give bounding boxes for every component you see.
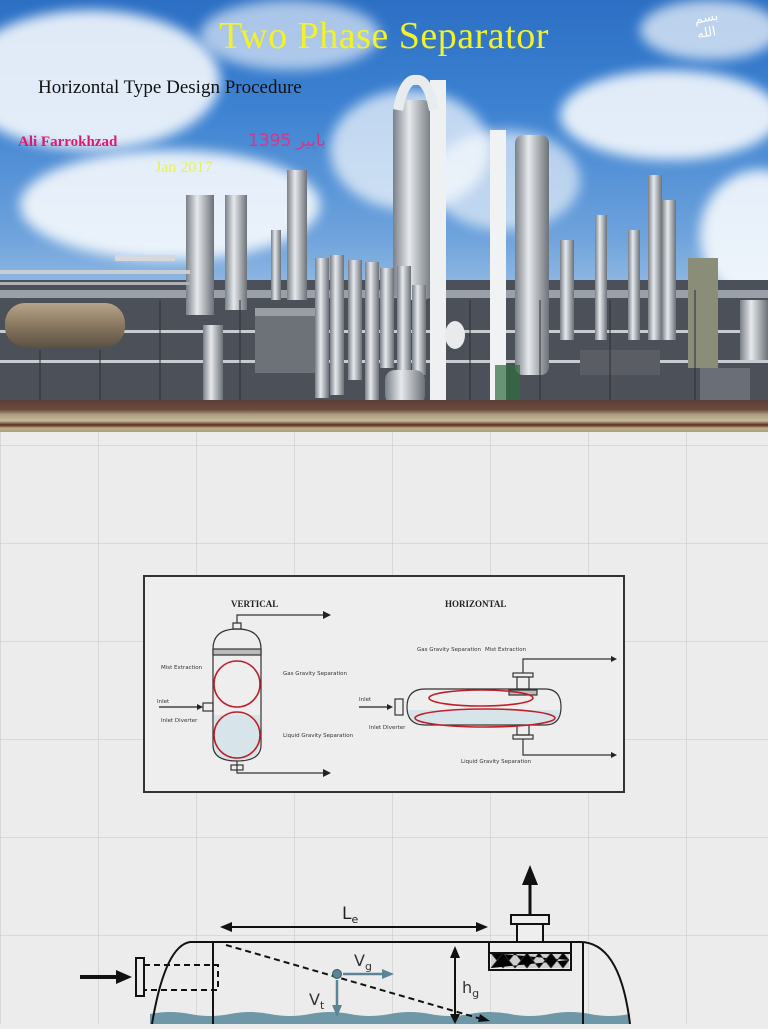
page-title: Two Phase Separator <box>219 15 549 57</box>
hg-label: hg <box>462 978 479 1000</box>
ground-strip <box>0 400 768 432</box>
author-name: Ali Farrokhzad <box>18 134 118 150</box>
svg-text:Gas Gravity Separation: Gas Gravity Separation <box>283 671 348 677</box>
svg-text:Inlet Diverter: Inlet Diverter <box>369 725 406 731</box>
separator-types-figure: VERTICAL Mist Extraction Inlet Inlet Div… <box>143 575 625 793</box>
vertical-vessel-diagram <box>202 614 323 774</box>
svg-text:Mist Extraction: Mist Extraction <box>485 647 527 653</box>
horizontal-vessel-diagram <box>394 658 611 756</box>
vt-label: Vt <box>309 990 325 1012</box>
vertical-heading: VERTICAL <box>231 599 278 609</box>
horizontal-heading: HORIZONTAL <box>445 599 506 609</box>
publish-date: Jan 2017 <box>155 159 213 176</box>
persian-date: بابیر 1395 <box>248 131 326 151</box>
horizontal-separator-sizing-diagram: Le hg Vg Vt <box>0 850 768 1025</box>
refinery-photo <box>0 74 768 425</box>
svg-text:Gas Gravity Separation: Gas Gravity Separation <box>417 647 482 653</box>
subtitle: Horizontal Type Design Procedure <box>38 77 302 98</box>
svg-text:Inlet: Inlet <box>157 699 170 705</box>
svg-text:Mist Extraction: Mist Extraction <box>161 665 203 671</box>
svg-text:Inlet Diverter: Inlet Diverter <box>161 718 198 724</box>
cover-slide: Two Phase Separator Horizontal Type Desi… <box>0 0 768 432</box>
svg-text:Inlet: Inlet <box>359 697 372 703</box>
le-label: Le <box>342 904 358 926</box>
svg-text:Liquid Gravity Separation: Liquid Gravity Separation <box>283 733 354 739</box>
svg-text:Liquid Gravity Separation: Liquid Gravity Separation <box>461 759 532 765</box>
vg-label: Vg <box>354 951 372 973</box>
